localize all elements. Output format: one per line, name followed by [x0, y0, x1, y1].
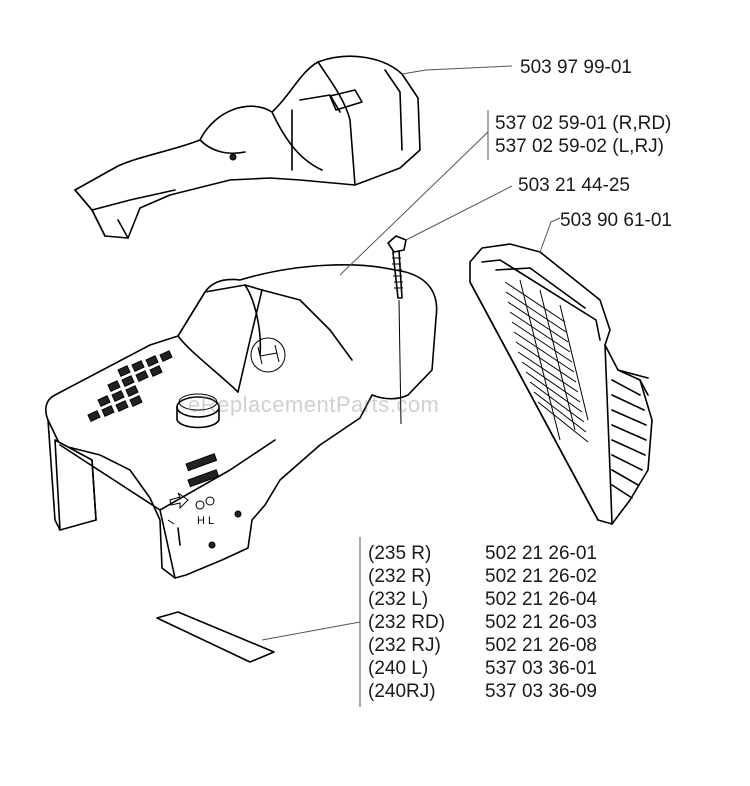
variant-part: 502 21 26-03 [485, 612, 597, 633]
variant-model: (240 L) [368, 658, 429, 679]
callout-cover-r-rd: 537 02 59-01 (R,RD) [495, 113, 672, 134]
filter-grille [504, 279, 589, 443]
variant-part: 502 21 26-08 [485, 635, 597, 656]
variant-part: 502 21 26-01 [485, 543, 597, 564]
variant-model: (240RJ) [368, 681, 436, 702]
callout-top-cover: 503 97 99-01 [520, 57, 632, 78]
callout-cover-l-rj: 537 02 59-02 (L,RJ) [495, 136, 664, 157]
brand-logo-icon [250, 337, 286, 373]
variant-part: 537 03 36-09 [485, 681, 597, 702]
cylinder-cover-part [45, 264, 438, 579]
decal-part [156, 611, 275, 663]
variant-part: 537 03 36-01 [485, 658, 597, 679]
watermark: eReplacementParts.com [188, 392, 440, 417]
variant-part: 502 21 26-02 [485, 566, 597, 587]
filter-side-fins [611, 369, 649, 499]
cap-opening [176, 393, 220, 429]
variant-model: (232 R) [368, 566, 432, 587]
filter-cover-part [469, 243, 653, 525]
variant-model: (232 RD) [368, 612, 446, 633]
top-cover-part [74, 55, 421, 239]
callout-screw: 503 21 44-25 [518, 175, 630, 196]
variant-model: (232 RJ) [368, 635, 441, 656]
variant-model: (235 R) [368, 543, 432, 564]
vent-slots [87, 350, 173, 423]
variant-model: (232 L) [368, 589, 429, 610]
callout-filter-cover: 503 90 61-01 [560, 210, 672, 231]
cover-marking-text: H L [197, 515, 214, 527]
variant-part: 502 21 26-04 [485, 589, 597, 610]
leader-lines [261, 65, 561, 707]
screw-part [387, 235, 407, 425]
